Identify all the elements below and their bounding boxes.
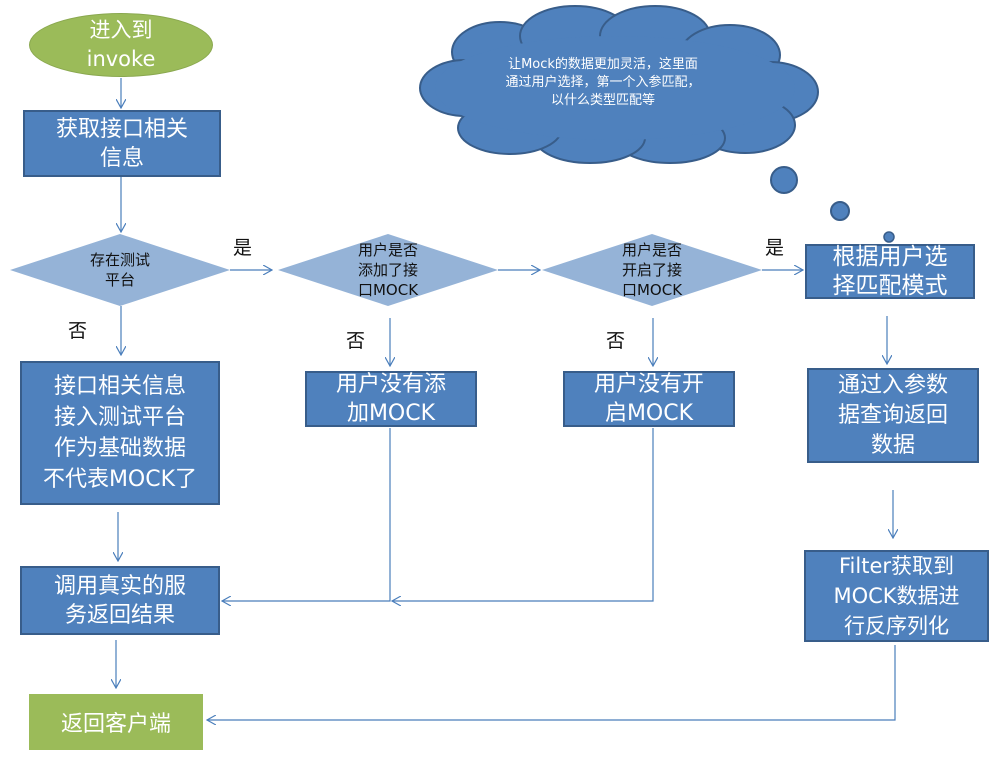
arrow-notadded-to-call (222, 428, 391, 601)
not-added-box: 用户没有添 加MOCK (305, 371, 477, 427)
decision-added-label: 用户是否 添加了接 口MOCK (357, 241, 419, 299)
arrow-filter-to-return (207, 645, 896, 720)
label-no-platform: 否 (68, 320, 88, 342)
label-yes-enabled: 是 (765, 237, 785, 259)
call-real-service-box: 调用真实的服 务返回结果 (20, 566, 220, 635)
get-interface-info-box: 获取接口相关 信息 (23, 110, 221, 177)
label-no-added: 否 (346, 330, 366, 352)
decision-diamond-added (278, 234, 498, 306)
cloud-note: 让Mock的数据更加灵活，这里面 通过用户选择，第一个入参匹配， 以什么类型匹配… (505, 57, 701, 108)
return-client-box: 返回客户端 (29, 694, 203, 750)
arrow-notenabled-to-call (392, 428, 654, 601)
platform-info-box: 接口相关信息 接入测试平台 作为基础数据 不代表MOCK了 (20, 361, 220, 505)
filter-deserialize-box: Filter获取到 MOCK数据进 行反序列化 (804, 550, 989, 642)
thought-cloud (419, 5, 895, 243)
decision-diamond-enabled (542, 234, 762, 306)
start-node: 进入到 invoke (29, 13, 213, 77)
query-params-box: 通过入参数 据查询返回 数据 (807, 368, 979, 463)
decision-diamond-platform (10, 234, 230, 306)
select-mode-box: 根据用户选 择匹配模式 (805, 244, 975, 299)
label-no-enabled: 否 (606, 330, 626, 352)
decision-enabled-label: 用户是否 开启了接 口MOCK (621, 241, 683, 299)
decision-platform-label: 存在测试 平台 (89, 251, 150, 289)
not-enabled-box: 用户没有开 启MOCK (563, 371, 735, 427)
label-yes-platform: 是 (233, 237, 253, 259)
